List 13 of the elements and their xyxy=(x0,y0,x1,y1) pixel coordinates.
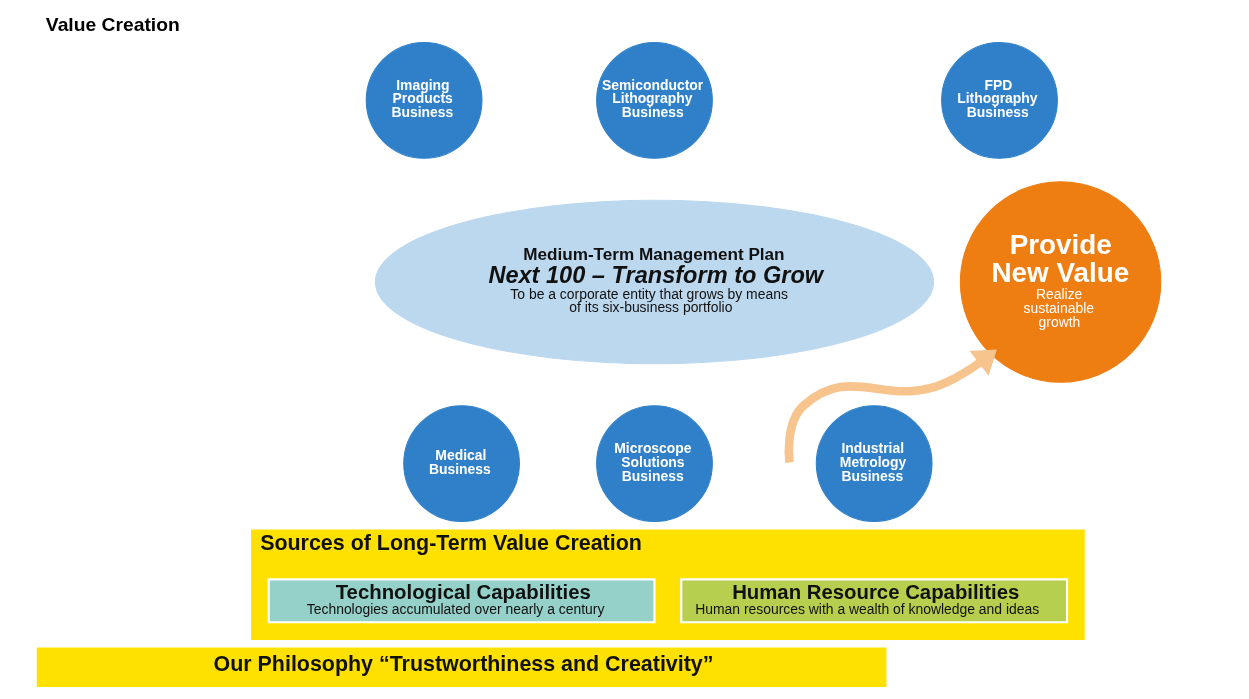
node-circle: FPD Lithography Business xyxy=(940,41,1058,159)
node-circle: Medical Business xyxy=(402,405,520,522)
node-box: Our Philosophy “Trustworthiness and Creativity” xyxy=(36,647,886,688)
node-circle: Imaging Products Business xyxy=(365,41,482,159)
node-circle: Provide New Value Realize sustainable growth xyxy=(959,181,1161,383)
node-circle: Microscope Solutions Business xyxy=(595,405,713,522)
arrow xyxy=(784,349,997,463)
node-box: Technological Capabilities Technologies accumulated over nearly a century xyxy=(267,578,656,624)
node-box: Human Resource Capabilities Human resources with a wealth of knowledge and ideas xyxy=(679,578,1068,624)
node-circle: Semiconductor Lithography Business xyxy=(595,41,713,159)
node-ellipse: Medium-Term Management Plan Next 100 – Transform to Grow To be a corporate entity that grows by means of its six-business portfolio xyxy=(374,199,934,365)
node-circle: Industrial Metrology Business xyxy=(815,405,933,522)
diagram-title: Value Creation xyxy=(45,14,180,36)
